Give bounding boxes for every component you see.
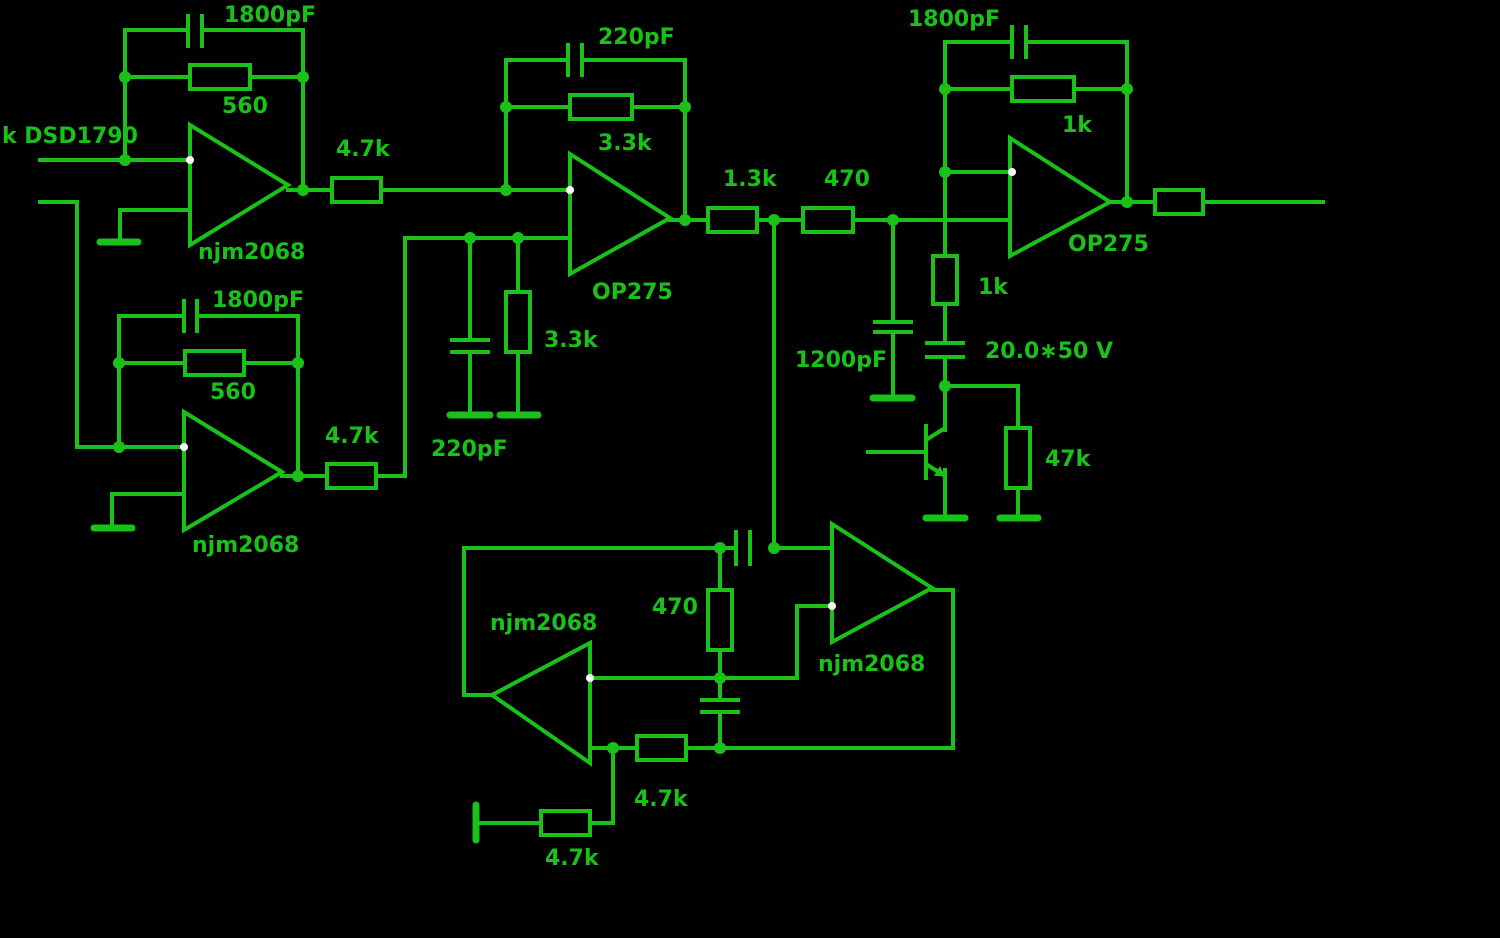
label-c2: 1800pF (212, 288, 304, 313)
stage1-wires (38, 28, 508, 242)
resistor-3k3-b (504, 290, 532, 354)
label-u3: OP275 (592, 280, 673, 305)
stage3 (446, 43, 710, 419)
label-c3: 220pF (598, 25, 675, 50)
label-r5: 470 (824, 167, 870, 192)
resistor-560-a (188, 63, 252, 91)
label-r-fb1: 560 (222, 94, 268, 119)
label-u6: njm2068 (818, 652, 925, 677)
resistor-4k7-a (330, 176, 383, 204)
cap-1800pf-b (182, 299, 199, 333)
label-r11: 4.7k (545, 846, 600, 871)
label-r9: 470 (652, 595, 698, 620)
label-r10: 4.7k (634, 787, 689, 812)
resistor-1k-b (931, 254, 959, 306)
opamp-u2 (182, 408, 286, 534)
opamp-u3 (568, 150, 674, 278)
resistor-4k7-d (539, 809, 592, 837)
label-r7: 1k (978, 275, 1009, 300)
label-c1: 1800pF (224, 3, 316, 28)
label-r-in1: 4.7k (336, 137, 391, 162)
opamp-u1 (188, 121, 292, 249)
cap-20uf (925, 341, 965, 359)
stage4 (706, 25, 1325, 550)
cap-1800pf-a (186, 14, 204, 48)
label-u1: njm2068 (198, 240, 305, 265)
label-r8: 47k (1045, 447, 1092, 472)
cap-servo-a (734, 530, 752, 566)
resistor-output (1153, 188, 1205, 216)
label-u5: njm2068 (490, 611, 597, 636)
label-r4: 1.3k (723, 167, 778, 192)
cap-220pf-a (566, 43, 584, 77)
label-r6: 1k (1062, 113, 1093, 138)
resistor-560-b (183, 349, 246, 377)
label-c5: 1200pF (795, 348, 887, 373)
stage5 (462, 520, 955, 844)
stage2-wires (38, 200, 572, 530)
label-c7: 20.0∗50 V (985, 339, 1113, 364)
resistor-3k3-a (568, 93, 634, 121)
opamp-u5 (488, 639, 592, 767)
opamp-u4 (1008, 134, 1114, 260)
stage2 (38, 200, 572, 534)
transistor-q1 (924, 424, 947, 480)
stage3-wires (468, 58, 710, 417)
label-input-source: k DSD1790 (2, 124, 138, 149)
resistor-47k (1004, 426, 1032, 490)
opamp-u6 (830, 520, 936, 646)
label-r-in2: 4.7k (325, 424, 380, 449)
label-r-fb2: 560 (210, 380, 256, 405)
resistor-4k7-c (635, 734, 688, 762)
resistor-470-a (801, 206, 855, 234)
resistor-470-b (706, 588, 734, 652)
label-u4: OP275 (1068, 232, 1149, 257)
cap-1800pf-c (1010, 25, 1028, 59)
cap-servo-b (700, 698, 740, 714)
label-u2: njm2068 (192, 533, 299, 558)
cap-1200pf (873, 320, 913, 334)
label-c6: 1800pF (908, 7, 1000, 32)
stage1 (38, 14, 508, 249)
resistor-1k-a (1010, 75, 1076, 103)
label-r-shunt: 3.3k (544, 328, 599, 353)
resistor-4k7-b (325, 462, 378, 490)
label-r3: 3.3k (598, 131, 653, 156)
label-c-shunt: 220pF (431, 437, 508, 462)
cap-220pf-b (450, 338, 490, 354)
labels: k DSD1790 1800pF 560 njm2068 4.7k 1800pF… (2, 3, 1149, 871)
resistor-1k3 (706, 206, 759, 234)
stage4-wires (755, 40, 1325, 550)
